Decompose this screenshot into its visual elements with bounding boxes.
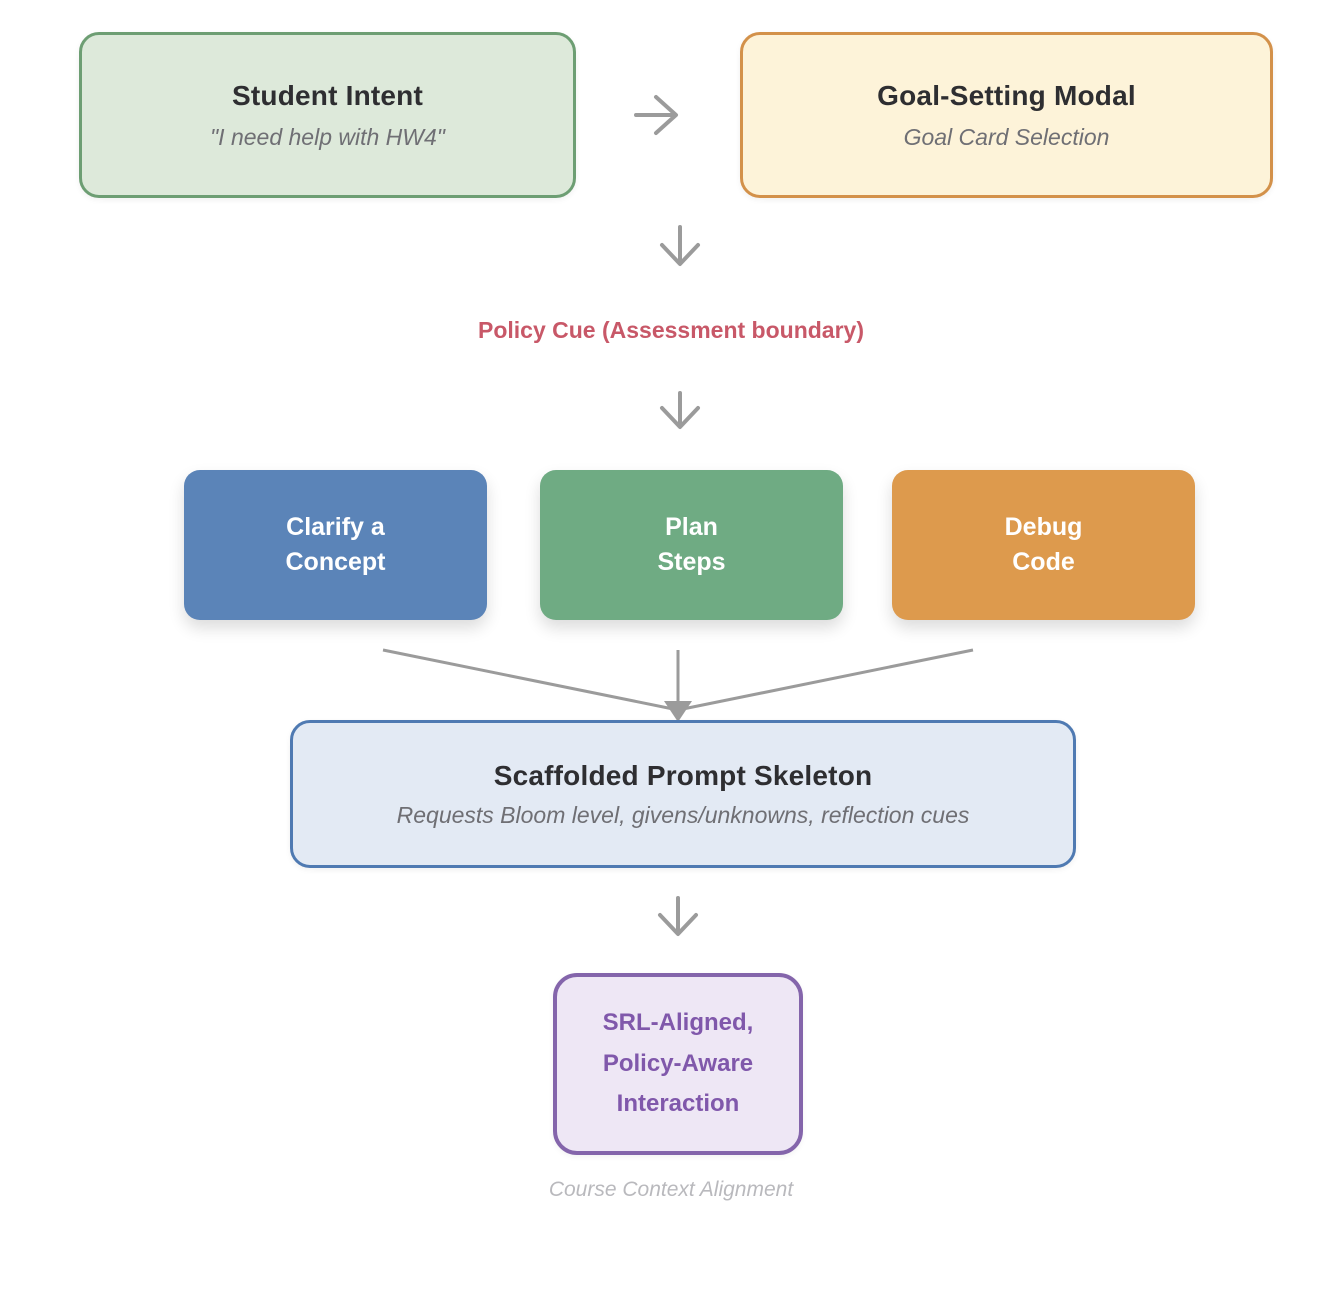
- goal-card-plan-steps: Plan Steps: [540, 470, 843, 620]
- student-intent-title: Student Intent: [232, 79, 423, 111]
- goal-card-debug-code: Debug Code: [892, 470, 1195, 620]
- outcome-node: SRL-Aligned, Policy-Aware Interaction: [553, 973, 803, 1155]
- student-intent-node: Student Intent "I need help with HW4": [79, 32, 576, 198]
- arrow-down-icon-1: [660, 225, 700, 266]
- arrow-right-icon: [634, 95, 678, 135]
- prompt-skeleton-node: Scaffolded Prompt Skeleton Requests Bloo…: [290, 720, 1076, 868]
- prompt-skeleton-title: Scaffolded Prompt Skeleton: [493, 759, 873, 791]
- goal-card-clarify-concept: Clarify a Concept: [184, 470, 487, 620]
- outcome-label: SRL-Aligned, Policy-Aware Interaction: [602, 1008, 754, 1118]
- arrow-down-icon-3: [658, 896, 698, 936]
- goal-setting-modal-title: Goal-Setting Modal: [877, 79, 1136, 111]
- prompt-skeleton-subtitle: Requests Bloom level, givens/unknowns, r…: [396, 801, 970, 828]
- converge-arrowhead-icon: [664, 701, 692, 722]
- goal-setting-modal-node: Goal-Setting Modal Goal Card Selection: [740, 32, 1273, 198]
- converge-lines: [382, 648, 974, 722]
- policy-cue-label: Policy Cue (Assessment boundary): [478, 317, 864, 343]
- course-context-caption: Course Context Alignment: [548, 1178, 794, 1201]
- arrow-down-icon-2: [660, 391, 700, 429]
- student-intent-subtitle: "I need help with HW4": [210, 123, 445, 150]
- goal-setting-modal-subtitle: Goal Card Selection: [903, 123, 1110, 150]
